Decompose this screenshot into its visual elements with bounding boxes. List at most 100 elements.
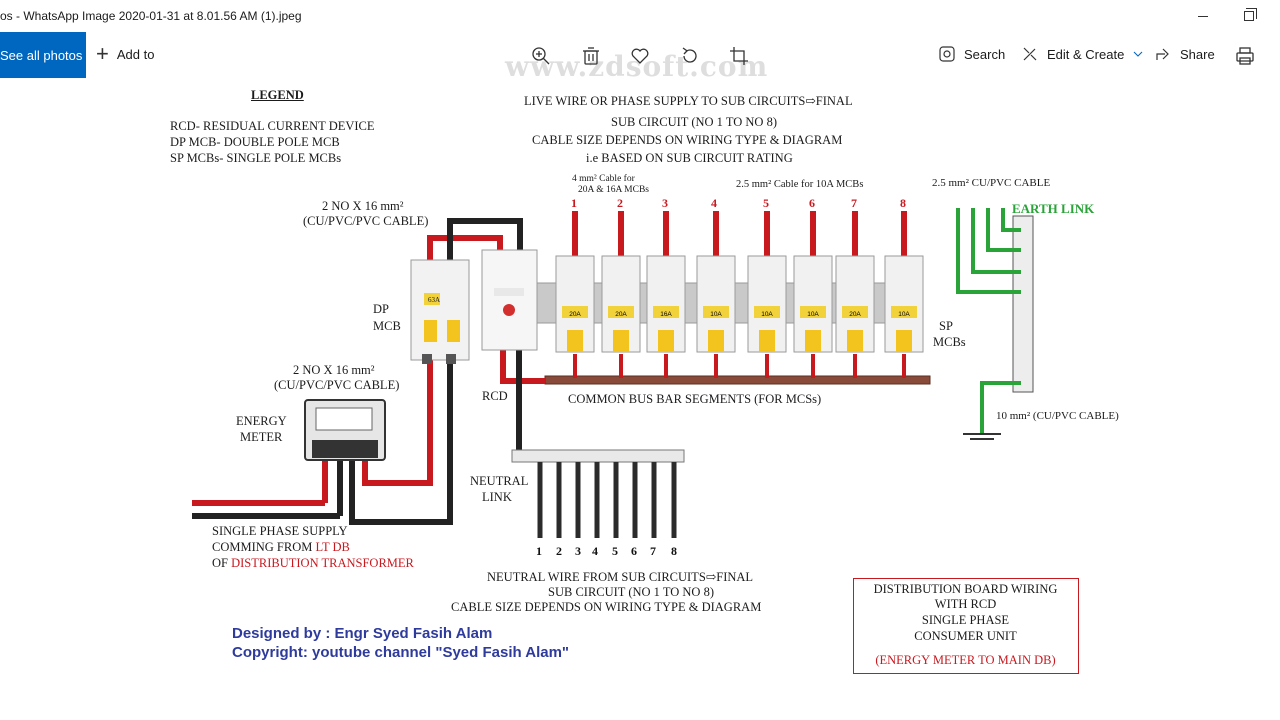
restore-icon <box>1244 8 1257 21</box>
mcb-toggle <box>896 330 912 352</box>
add-to-label: Add to <box>116 46 155 62</box>
plus-icon: + <box>96 41 109 66</box>
search-button[interactable]: Search <box>938 45 1005 63</box>
zoom-in-icon[interactable] <box>530 45 552 67</box>
circuit-number-top: 6 <box>809 196 815 210</box>
edit-icon <box>1023 47 1037 61</box>
info-box-line-3: SINGLE PHASE <box>921 613 1010 627</box>
minimize-button[interactable] <box>1180 0 1226 32</box>
top-note-line-3: CABLE SIZE DEPENDS ON WIRING TYPE & DIAG… <box>532 133 843 147</box>
mcb-toggle <box>708 330 724 352</box>
sp-mcbs-label-2: MCBs <box>933 335 966 349</box>
circuit-number-bottom: 7 <box>650 544 656 558</box>
share-label: Share <box>1180 46 1215 62</box>
mcb-rating-plate <box>800 306 826 318</box>
heart-icon[interactable] <box>629 45 651 67</box>
cable-16-top-line-2: (CU/PVC/PVC CABLE) <box>303 214 429 228</box>
mcb-rating: 20A <box>849 311 861 318</box>
supply-line-2: COMMING FROM LT DB <box>212 540 350 554</box>
add-to-button[interactable]: + Add to <box>96 41 155 66</box>
circuit-number-bottom: 8 <box>671 544 677 558</box>
legend-item-rcd: RCD- RESIDUAL CURRENT DEVICE <box>170 119 375 133</box>
cable-16-mid-line-1: 2 NO X 16 mm² <box>293 363 375 377</box>
mcb-rating: 10A <box>710 311 722 318</box>
cable-10-label: 10 mm² (CU/PVC CABLE) <box>996 410 1119 422</box>
mcb-rating-plate <box>754 306 780 318</box>
circuit-number-bottom: 5 <box>612 544 618 558</box>
print-icon[interactable] <box>1234 45 1256 67</box>
cable-16-mid-line-2: (CU/PVC/PVC CABLE) <box>274 378 400 392</box>
info-box-line-1: DISTRIBUTION BOARD WIRING <box>873 582 1058 596</box>
cable-25-cu-label: 2.5 mm² CU/PVC CABLE <box>932 177 1051 189</box>
delete-icon[interactable] <box>580 45 602 67</box>
cable-4mm-line-2: 20A & 16A MCBs <box>578 185 650 195</box>
info-box-line-2: WITH RCD <box>934 597 997 611</box>
bus-bar-label: COMMON BUS BAR SEGMENTS (FOR MCSs) <box>568 392 822 406</box>
restore-button[interactable] <box>1226 0 1272 32</box>
legend-title: LEGEND <box>251 88 304 102</box>
mcb-rating-plate <box>891 306 917 318</box>
chevron-down-icon <box>1133 51 1143 57</box>
circuit-number-bottom: 1 <box>536 544 542 558</box>
mcb-rating-plate <box>653 306 679 318</box>
neutral-note-line-2: SUB CIRCUIT (NO 1 TO NO 8) <box>548 585 714 599</box>
circuit-number-top: 8 <box>900 196 906 210</box>
sp-mcbs-label-1: SP <box>939 319 953 333</box>
mcb-rating: 10A <box>898 311 910 318</box>
credit-copyright: Copyright: youtube channel "Syed Fasih A… <box>232 644 570 661</box>
neutral-link-label-1: NEUTRAL <box>470 474 529 488</box>
neutral-link-label-2: LINK <box>482 490 512 504</box>
mcb-rating-plate <box>608 306 634 318</box>
energy-meter-label-2: METER <box>240 430 283 444</box>
title-bar: os - WhatsApp Image 2020-01-31 at 8.01.5… <box>0 0 1280 32</box>
cable-16-top-line-1: 2 NO X 16 mm² <box>322 199 404 213</box>
circuit-number-top: 4 <box>711 196 717 210</box>
share-button[interactable]: Share <box>1154 45 1215 63</box>
watermark: www.zdsoft.com <box>505 50 769 83</box>
earth-link-label: EARTH LINK <box>1012 201 1095 216</box>
crop-icon[interactable] <box>728 45 750 67</box>
see-all-photos-label: See all photos <box>0 47 83 63</box>
legend-item-dp-mcb: DP MCB- DOUBLE POLE MCB <box>170 135 340 149</box>
edit-create-button[interactable]: Edit & Create <box>1021 45 1144 63</box>
top-note-line-4: i.e BASED ON SUB CIRCUIT RATING <box>586 151 793 165</box>
mcb-rating-plate <box>842 306 868 318</box>
mcb-rating: 10A <box>761 311 773 318</box>
legend-item-sp-mcbs: SP MCBs- SINGLE POLE MCBs <box>170 151 342 165</box>
neutral-note-line-3: CABLE SIZE DEPENDS ON WIRING TYPE & DIAG… <box>451 600 762 614</box>
share-icon <box>1156 48 1169 60</box>
search-icon <box>939 46 955 62</box>
mcb-toggle <box>567 330 583 352</box>
mcb-toggle <box>847 330 863 352</box>
mcb-rating: 10A <box>807 311 819 318</box>
circuit-number-bottom: 4 <box>592 544 598 558</box>
rotate-icon[interactable] <box>679 45 701 67</box>
sp-mcb <box>793 255 833 353</box>
circuit-number-top: 5 <box>763 196 769 210</box>
circuit-number-bottom: 2 <box>556 544 562 558</box>
toolbar: See all photos + Add to www.zdsoft.com S… <box>0 32 1280 83</box>
info-box-line-5: (ENERGY METER TO MAIN DB) <box>875 653 1056 667</box>
mcb-toggle <box>759 330 775 352</box>
window-title: os - WhatsApp Image 2020-01-31 at 8.01.5… <box>0 9 302 23</box>
edit-create-label: Edit & Create <box>1047 46 1125 62</box>
mcb-rating: 16A <box>660 311 672 318</box>
mcb-rating-plate <box>562 306 588 318</box>
minimize-icon <box>1198 15 1208 17</box>
mcb-rating-plate <box>703 306 729 318</box>
supply-line-3: OF DISTRIBUTION TRANSFORMER <box>212 556 414 570</box>
credit-designer: Designed by : Engr Syed Fasih Alam <box>232 625 493 642</box>
energy-meter-label-1: ENERGY <box>236 414 287 428</box>
sp-mcb <box>747 255 787 353</box>
neutral-note-line-1: NEUTRAL WIRE FROM SUB CIRCUITS⇨FINAL <box>487 570 754 584</box>
circuit-number-bottom: 3 <box>575 544 581 558</box>
mcb-toggle <box>613 330 629 352</box>
circuit-number-top: 3 <box>662 196 668 210</box>
see-all-photos-button[interactable]: See all photos <box>0 32 86 78</box>
circuit-number-bottom: 6 <box>631 544 637 558</box>
mcb-toggle <box>805 330 821 352</box>
mcb-toggle <box>658 330 674 352</box>
circuit-number-top: 7 <box>851 196 857 210</box>
cable-25mm-label: 2.5 mm² Cable for 10A MCBs <box>736 179 864 190</box>
